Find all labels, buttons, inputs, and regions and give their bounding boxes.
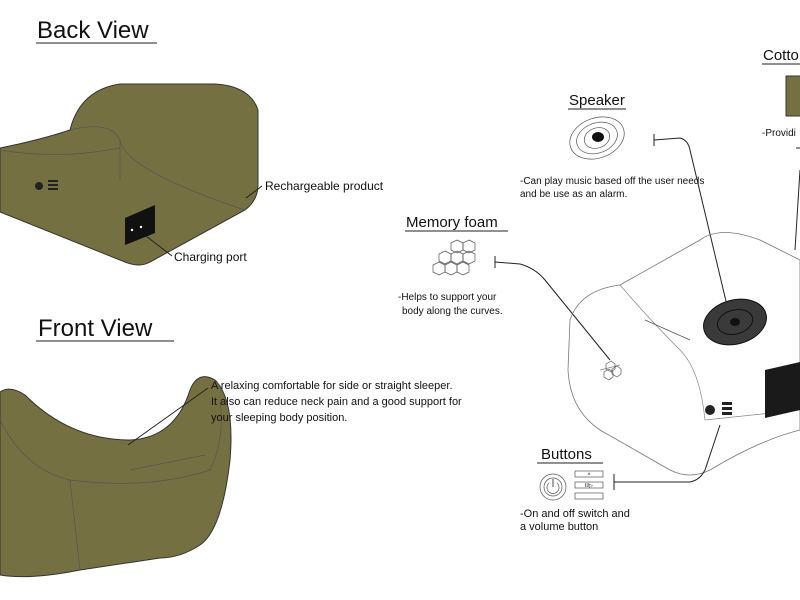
speaker-icon [569,116,625,160]
charging-port-label: Charging port [174,250,247,264]
front-description-line: your sleeping body position. [211,412,347,424]
charging-port-icon [125,205,155,245]
speaker-description-line: and be use as an alarm. [520,189,627,200]
back-view-title: Back View [37,17,149,44]
back-view-pillow [0,83,259,266]
power-button-icon [35,182,43,190]
front-description-line: A relaxing comfortable for side or strai… [211,380,453,392]
play-pause-glyph: II/▷ [585,483,593,489]
button-strip-icon [48,180,58,190]
memory-foam-description-line: -Helps to support your [398,292,497,303]
speaker-title: Speaker [569,92,625,109]
memory-foam-title: Memory foam [406,214,498,231]
port-block-on-pillow-icon [765,362,800,418]
front-view-pillow [0,376,232,578]
pillow-outline-drawing [567,232,800,476]
volume-buttons-icon: ^ II/▷ [574,470,604,500]
front-view-title: Front View [38,315,153,342]
honeycomb-icon [432,239,476,276]
volume-up-glyph: ^ [588,473,591,479]
front-description-line: It also can reduce neck pain and a good … [211,396,462,408]
speaker-description-line: -Can play music based off the user needs [520,176,704,187]
rechargeable-label: Rechargeable product [265,179,384,193]
buttons-title: Buttons [541,446,592,463]
buttons-description-line: a volume button [520,521,598,533]
memory-foam-description-line: body along the curves. [402,306,503,317]
cotton-title: Cotto [763,47,799,64]
power-button-on-pillow-icon [705,405,715,415]
power-switch-icon [539,473,567,501]
buttons-description-line: -On and off switch and [520,508,630,520]
cotton-swatch [785,75,800,117]
cotton-description: -Providi [762,128,796,139]
